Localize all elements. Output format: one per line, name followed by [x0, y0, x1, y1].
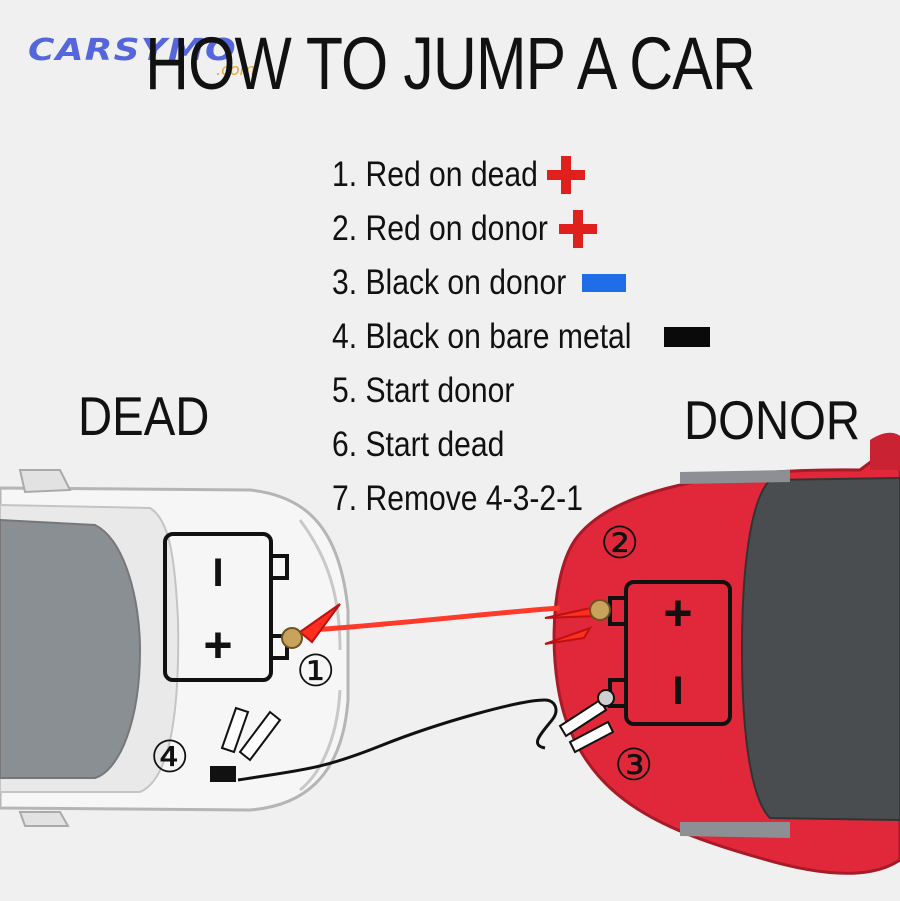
page-title: HOW TO JUMP A CAR	[145, 22, 756, 105]
step-7-text: 7. Remove 4-3-2-1	[332, 479, 583, 518]
dead-battery-positive: +	[203, 617, 232, 673]
step-3: 3. Black on donor	[332, 256, 710, 310]
step-marker-4: ④	[150, 732, 190, 783]
black-cable-icon	[210, 689, 615, 782]
brand-tld: .com	[216, 60, 256, 79]
step-2: 2. Red on donor	[332, 202, 710, 256]
step-5: 5. Start donor	[332, 364, 710, 418]
donor-car-icon	[552, 432, 900, 875]
blue-minus-icon	[582, 274, 627, 292]
step-7: 7. Remove 4-3-2-1	[332, 472, 710, 526]
step-1-text: 1. Red on dead	[332, 155, 538, 194]
step-marker-2: ②	[600, 518, 640, 569]
dead-battery-negative: I	[212, 551, 223, 595]
step-3-text: 3. Black on donor	[332, 263, 567, 302]
step-6-text: 6. Start dead	[332, 425, 505, 464]
red-plus-icon	[555, 206, 601, 252]
step-6: 6. Start dead	[332, 418, 710, 472]
donor-battery-positive: +	[663, 585, 692, 641]
dead-car-icon	[0, 469, 350, 827]
brand-name: CARSYMO	[28, 33, 237, 68]
dead-car-label: DEAD	[78, 385, 210, 447]
step-4: 4. Black on bare metal	[332, 310, 711, 364]
step-marker-1: ①	[296, 646, 336, 697]
red-plus-icon	[543, 152, 589, 198]
donor-battery-negative: I	[672, 669, 683, 713]
donor-car-label: DONOR	[684, 389, 861, 451]
steps-list: 1. Red on dead 2. Red on donor 3. Black …	[332, 148, 711, 526]
step-2-text: 2. Red on donor	[332, 209, 548, 248]
step-marker-3: ③	[614, 740, 654, 791]
red-cable-icon	[281, 599, 611, 649]
black-minus-icon	[664, 327, 711, 347]
brand-logo: CARSYMO .com	[28, 36, 255, 78]
step-1: 1. Red on dead	[332, 148, 710, 202]
step-4-text: 4. Black on bare metal	[332, 317, 632, 356]
step-5-text: 5. Start donor	[332, 371, 515, 410]
